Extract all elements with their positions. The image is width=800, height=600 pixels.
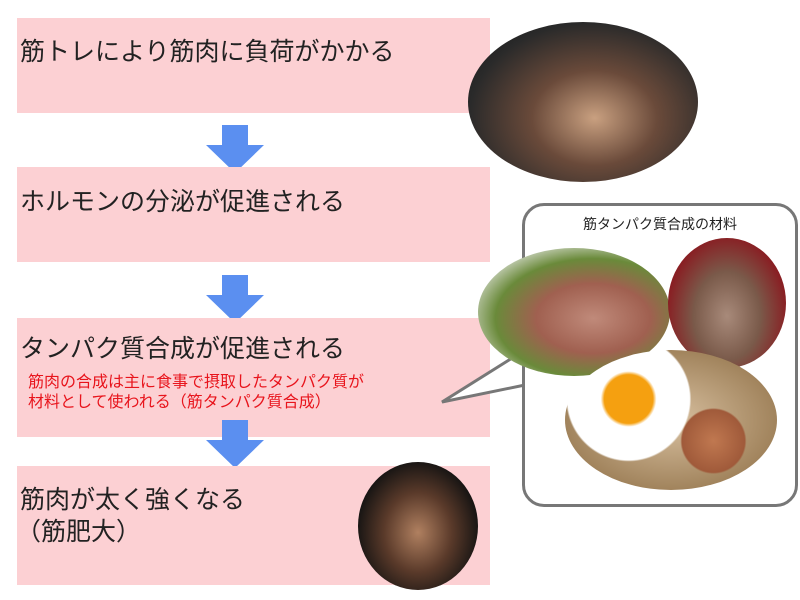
down-arrow-icon — [206, 125, 264, 173]
step-3-note-line2: 材料として使われる（筋タンパク質合成） — [28, 392, 331, 411]
workout-bench-press-photo — [468, 22, 698, 182]
step-1-text: 筋トレにより筋肉に負荷がかかる — [20, 37, 395, 66]
eggs-photo — [565, 350, 777, 490]
step-box-2 — [17, 167, 490, 262]
step-4-text-line1: 筋肉が太く強くなる — [20, 485, 246, 514]
down-arrow-icon — [206, 420, 264, 468]
step-box-3 — [17, 318, 490, 437]
callout-title: 筋タンパク質合成の材料 — [583, 217, 737, 233]
down-arrow-icon — [206, 275, 264, 323]
step-box-1 — [17, 18, 490, 113]
step-4-text-line2: （筋肥大） — [16, 517, 142, 546]
protein-shake-photo — [668, 238, 786, 368]
step-3-text: タンパク質合成が促進される — [20, 334, 346, 363]
step-2-text: ホルモンの分泌が促進される — [20, 187, 346, 216]
muscular-man-photo — [358, 462, 478, 590]
step-3-note-line1: 筋肉の合成は主に食事で摂取したタンパク質が — [28, 372, 365, 391]
